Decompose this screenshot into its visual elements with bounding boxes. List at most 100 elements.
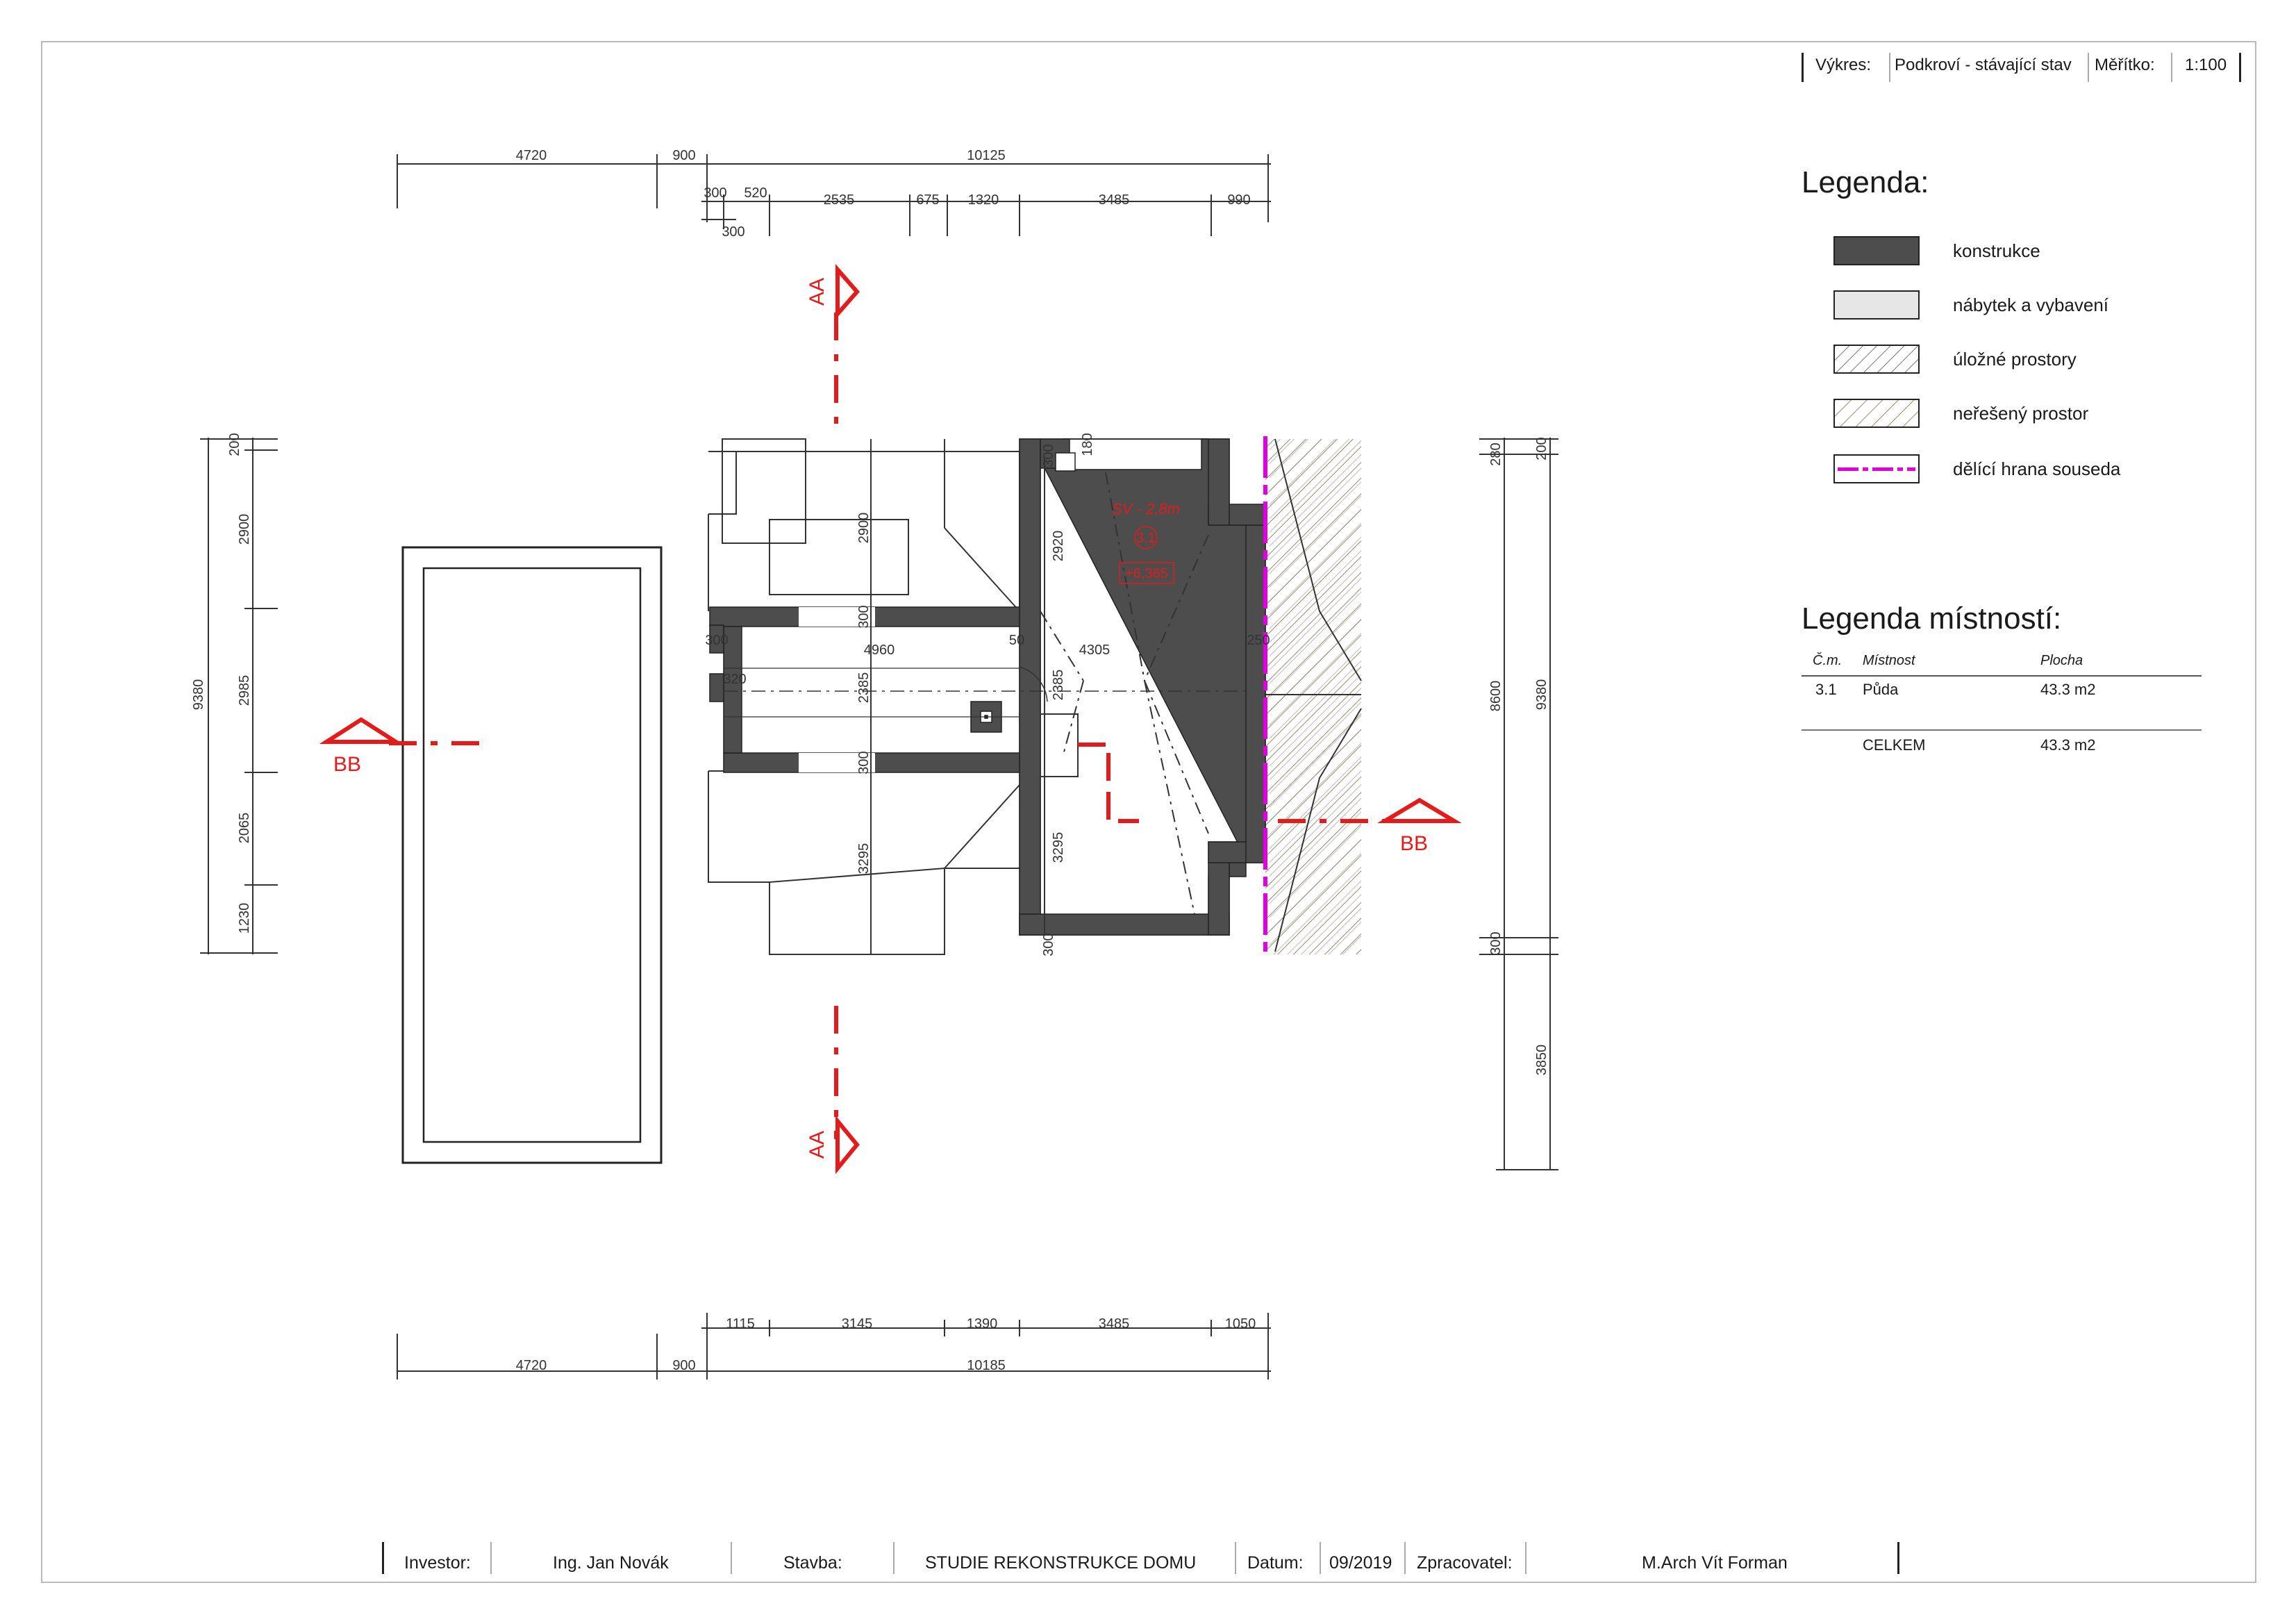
dim-inner-16: 300 — [1041, 933, 1056, 956]
header-vykres-label: Výkres: — [1815, 56, 1872, 74]
dim-inner-5: 2385 — [856, 672, 872, 704]
rooms-row-area: 43.3 m2 — [2040, 681, 2096, 698]
footer-divider-8 — [1525, 1542, 1526, 1574]
footer-stavba-value: STUDIE REKONSTRUKCE DOMU — [925, 1553, 1197, 1573]
dim-bottom1-3: 3485 — [1099, 1316, 1130, 1332]
rooms-total-label: CELKEM — [1863, 736, 1926, 754]
sheet-frame — [41, 41, 2256, 1583]
dim-inner-15: 3295 — [1051, 832, 1066, 863]
dim-inner-2: 300 — [856, 751, 872, 774]
legend-label-ulozne: úložné prostory — [1953, 349, 2077, 370]
legend-label-delici-hrana: dělící hrana souseda — [1953, 458, 2121, 479]
dim-bottom2-1: 900 — [672, 1358, 695, 1373]
legend-title: Legenda: — [1802, 165, 1929, 199]
footer-datum-value: 09/2019 — [1329, 1553, 1392, 1573]
footer-zpracovatel-label: Zpracovatel: — [1417, 1553, 1513, 1573]
outbuilding — [401, 546, 663, 1164]
legend-label-konstrukce: konstrukce — [1953, 240, 2040, 261]
section-labels: AA AA BB BB — [333, 278, 1428, 1159]
rooms-row-name: Půda — [1863, 681, 1899, 698]
dim-inner-13: 2920 — [1051, 531, 1066, 562]
dim-inner-1: 300 — [856, 605, 872, 628]
room-number: 3.1 — [1136, 531, 1156, 546]
footer-datum-label: Datum: — [1247, 1553, 1304, 1573]
section-bb-left: BB — [333, 753, 361, 776]
header-divider-5 — [2239, 53, 2241, 82]
dim-bottom2-2: 10185 — [967, 1358, 1006, 1373]
dim-top2-1: 520 — [744, 185, 767, 201]
dim-left2-1: 2900 — [237, 514, 252, 545]
dim-top2-6: 990 — [1227, 192, 1250, 208]
dimension-ticks — [200, 154, 1558, 1379]
neighbor-area — [1265, 438, 1362, 954]
legend-swatch-konstrukce — [1833, 236, 1920, 265]
dim-right-total: 9380 — [1534, 679, 1549, 711]
footer-divider-7 — [1404, 1542, 1406, 1574]
footer-divider-4 — [893, 1542, 895, 1574]
footer-divider-1 — [382, 1542, 384, 1574]
footer-divider-6 — [1320, 1542, 1321, 1574]
dim-left2-2: 2985 — [237, 675, 252, 706]
dim-top2-2: 2535 — [824, 192, 855, 208]
legend-swatch-ulozne — [1833, 345, 1920, 374]
dim-inner-8: 250 — [1247, 633, 1270, 648]
dim-top2-4: 1320 — [968, 192, 999, 208]
dim-inner-11: 300 — [1041, 444, 1056, 467]
legend-label-neresny: neřešený prostor — [1953, 403, 2089, 424]
footer-zpracovatel-value: M.Arch Vít Forman — [1642, 1553, 1788, 1573]
dim-left2-3: 2065 — [237, 813, 252, 844]
dim-bottom2-0: 4720 — [516, 1358, 547, 1373]
dimension-lines — [208, 163, 1551, 1372]
header-divider-2 — [1889, 53, 1890, 82]
room-annotation: SV - 2,8m 3.1 +6,365 — [1112, 500, 1180, 584]
room-level: +6,365 — [1125, 566, 1168, 581]
header-divider-4 — [2171, 53, 2172, 82]
dim-inner-3: 3295 — [856, 843, 872, 875]
dim-inner-10: 320 — [723, 672, 746, 687]
header-meritko-label: Měřítko: — [2095, 56, 2155, 74]
rooms-header-rule — [1802, 675, 2202, 677]
dim-bottom1-4: 1050 — [1225, 1316, 1256, 1332]
section-bb-right: BB — [1400, 832, 1428, 855]
section-aa-top: AA — [806, 278, 829, 306]
dim-top2-0: 300 — [704, 185, 726, 201]
dim-left2-4: 1230 — [237, 903, 252, 934]
rooms-row-num: 3.1 — [1815, 681, 1837, 698]
dim-left2-0: 200 — [227, 433, 242, 456]
dim-inner-0: 2900 — [856, 513, 872, 544]
header-divider-3 — [2088, 53, 2089, 82]
room-label: SV - 2,8m — [1112, 500, 1180, 517]
rooms-title: Legenda místností: — [1802, 602, 2062, 636]
legend-swatch-delici-hrana — [1833, 454, 1920, 483]
dim-inner-14: 2385 — [1051, 670, 1066, 701]
section-aa-bottom: AA — [806, 1131, 829, 1159]
header-vykres-value: Podkroví - stávající stav — [1895, 56, 2072, 74]
dim-inner-12: 180 — [1080, 433, 1095, 456]
header-meritko-value: 1:100 — [2185, 56, 2227, 74]
dim-bottom1-1: 3145 — [842, 1316, 873, 1332]
dim-top2-5: 3485 — [1099, 192, 1130, 208]
dim-top1-1: 900 — [672, 148, 695, 163]
rooms-col-name: Místnost — [1863, 653, 1915, 668]
dim-right-2: 8600 — [1488, 681, 1504, 712]
section-lines — [319, 264, 1462, 1175]
header-divider-1 — [1802, 53, 1804, 82]
rooms-total-value: 43.3 m2 — [2040, 736, 2096, 754]
rooms-total-rule — [1802, 729, 2202, 731]
dim-top2-3: 675 — [916, 192, 939, 208]
dim-inner-4: 4960 — [864, 643, 895, 658]
dim-inner-6: 50 — [1009, 633, 1024, 648]
dim-bottom1-2: 1390 — [967, 1316, 998, 1332]
dim-inner-7: 4305 — [1079, 643, 1110, 658]
dim-left1: 9380 — [191, 679, 206, 711]
dim-right-3: 300 — [1488, 931, 1504, 954]
footer-investor-label: Investor: — [404, 1553, 471, 1573]
footer-stavba-label: Stavba: — [783, 1553, 842, 1573]
legend-swatch-neresny — [1833, 399, 1920, 428]
rooms-col-area: Plocha — [2040, 653, 2083, 668]
footer-divider-3 — [731, 1542, 732, 1574]
dim-top3: 300 — [722, 224, 744, 240]
legend-label-nabytek: nábytek a vybavení — [1953, 295, 2109, 315]
